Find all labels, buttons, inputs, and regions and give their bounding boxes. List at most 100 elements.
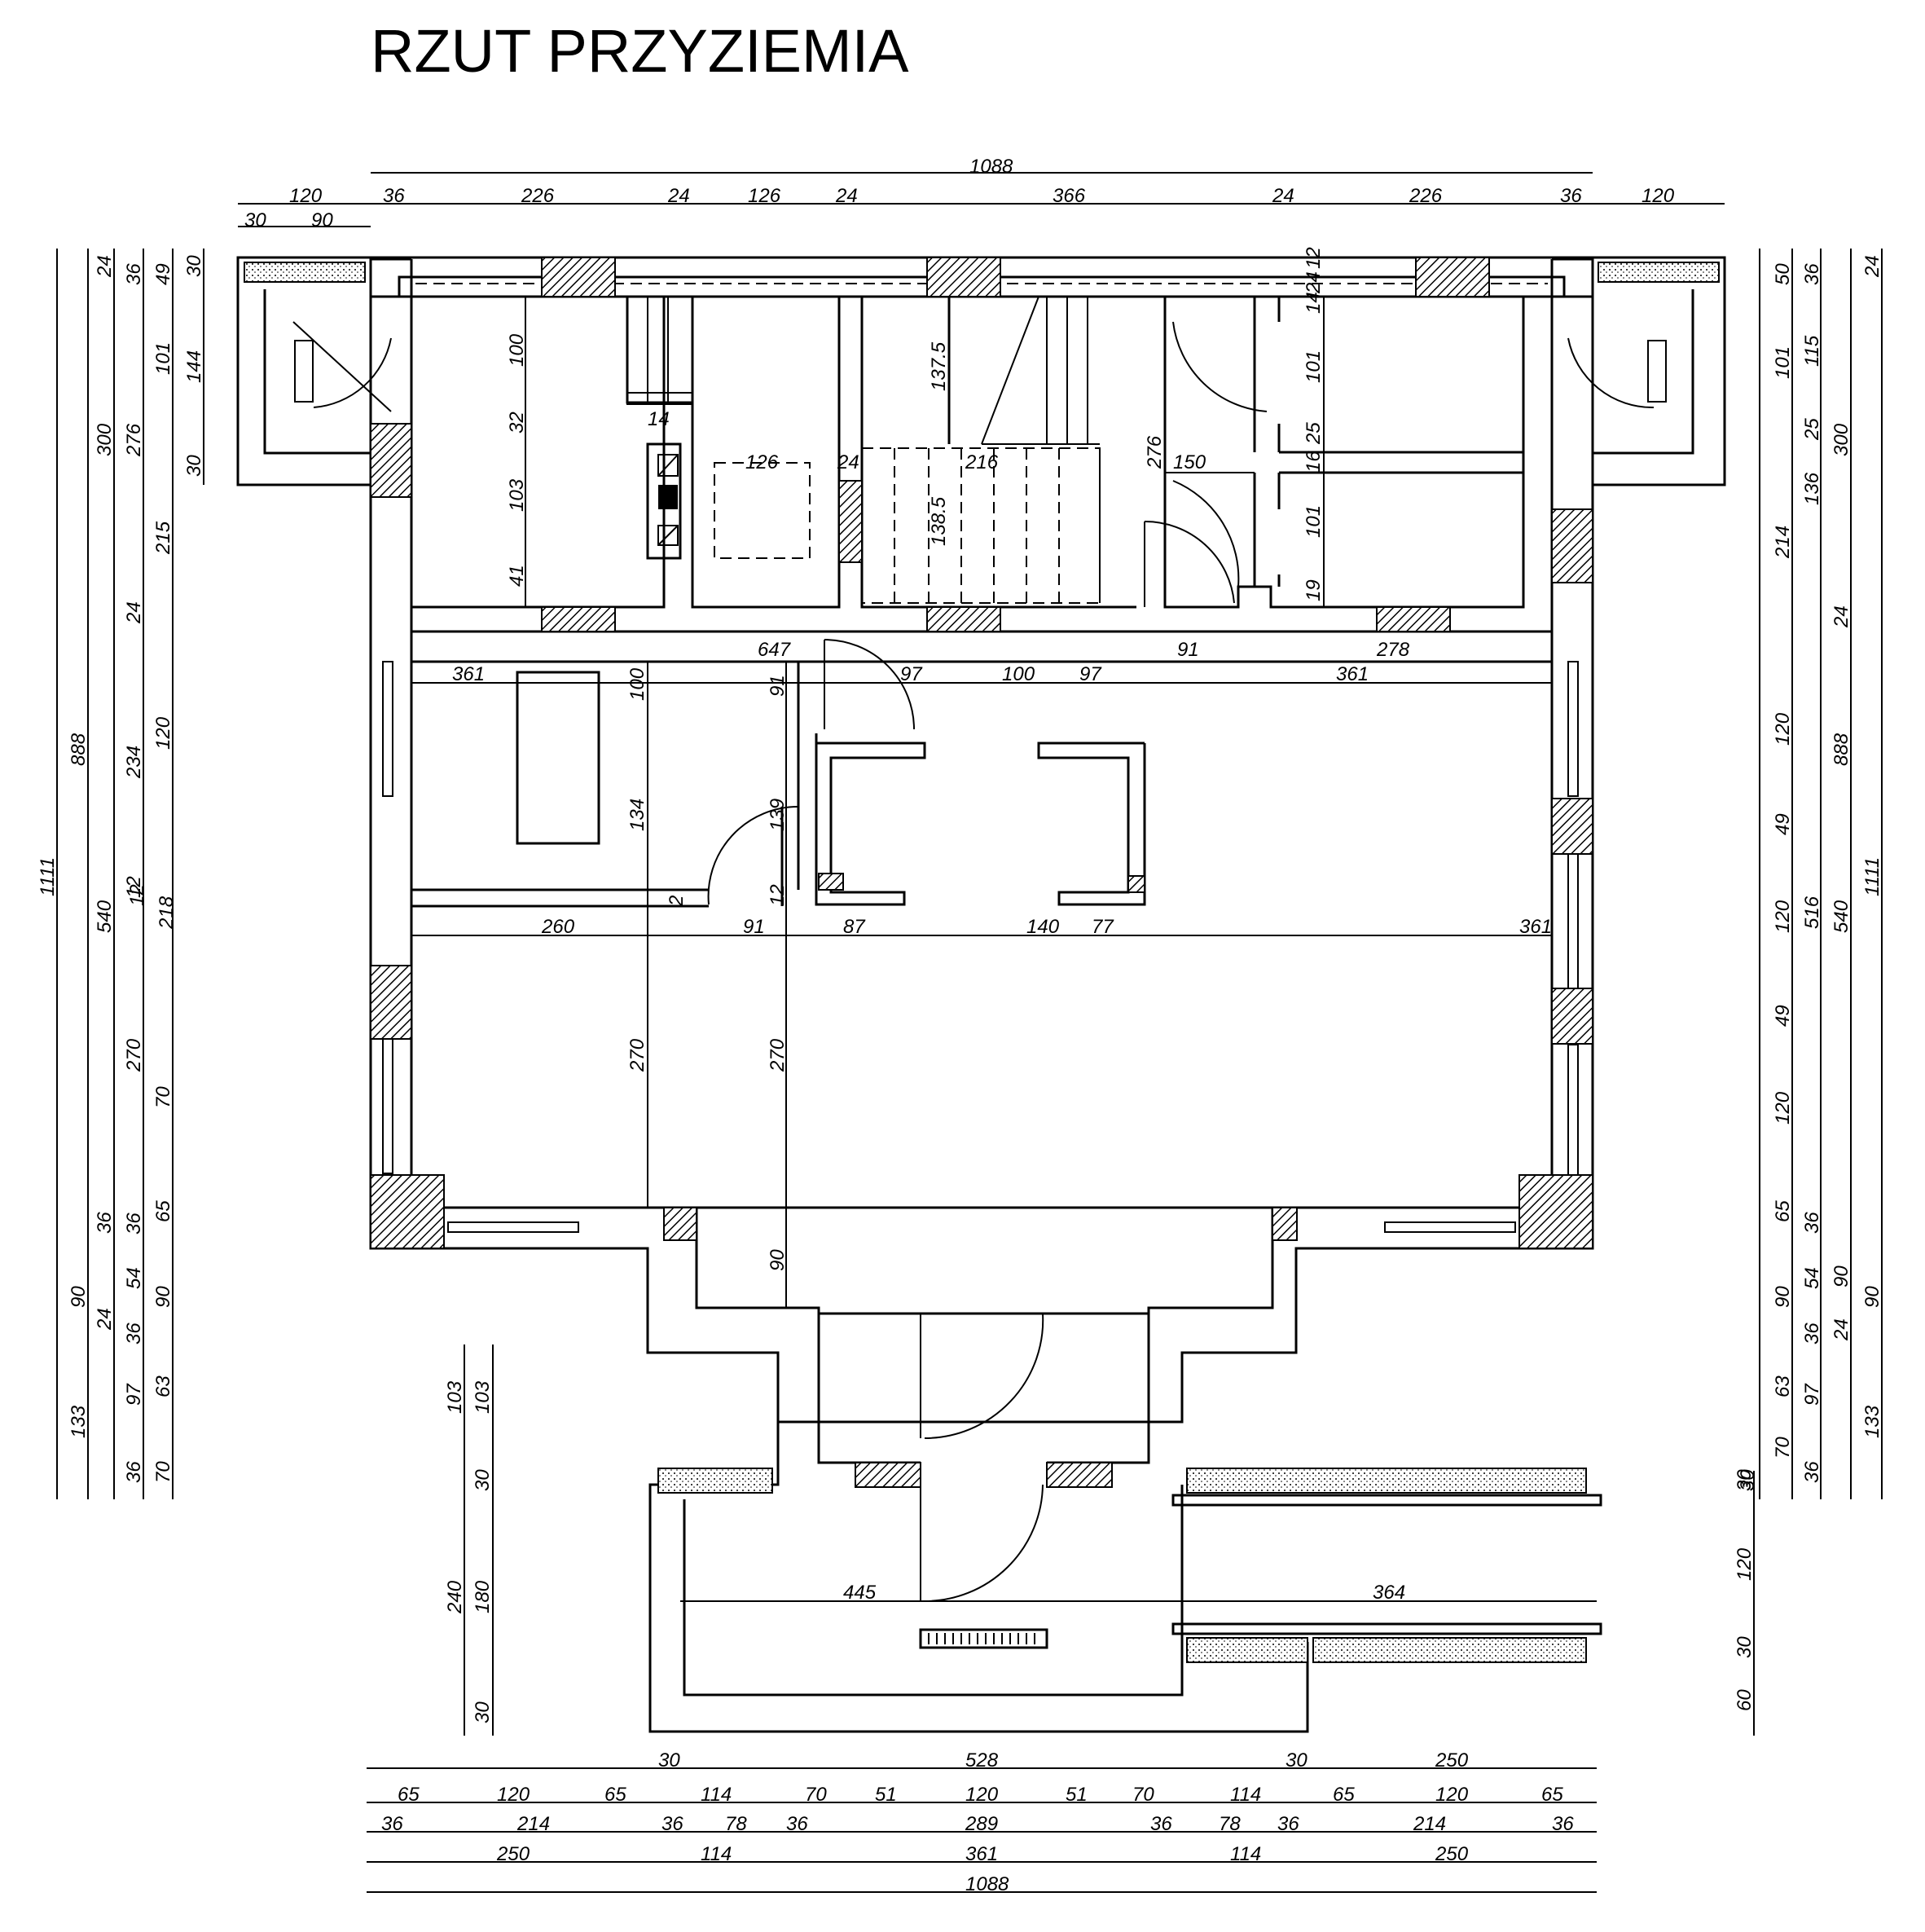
dim-bottom: 51 bbox=[1066, 1784, 1088, 1806]
dim-left: 65 bbox=[152, 1200, 174, 1222]
dim-right: 36 bbox=[1801, 263, 1823, 285]
dim-interior: 140 bbox=[1026, 916, 1060, 938]
dim-top: 366 bbox=[1053, 185, 1086, 207]
dim-top: 24 bbox=[1272, 185, 1294, 207]
dim-top: 30 bbox=[244, 209, 266, 231]
dim-interior: 87 bbox=[843, 916, 866, 938]
dim-right: 90 bbox=[1772, 1286, 1794, 1308]
dim-left: 30 bbox=[183, 455, 205, 477]
dim-top: 24 bbox=[835, 185, 858, 207]
dim-left: 12 bbox=[123, 876, 145, 898]
dim-interior: 270 bbox=[767, 1038, 789, 1072]
dim-left: 1111 bbox=[37, 857, 59, 896]
dim-interior: 100 bbox=[506, 333, 528, 367]
dim-interior: 2 bbox=[666, 896, 688, 907]
dim-bottom: 120 bbox=[965, 1784, 999, 1806]
dim-interior: 100 bbox=[1002, 663, 1035, 685]
dim-right: 120 bbox=[1772, 900, 1794, 933]
dim-bottom: 36 bbox=[1552, 1813, 1574, 1835]
dim-interior: 100 bbox=[626, 667, 648, 701]
dim-bottom: 214 bbox=[516, 1813, 550, 1835]
dim-left: 270 bbox=[123, 1038, 145, 1072]
dim-interior: 91 bbox=[743, 916, 765, 938]
dimension-lines bbox=[56, 172, 1883, 1893]
dim-interior: 103 bbox=[506, 478, 528, 512]
dim-left: 540 bbox=[94, 900, 116, 933]
dim-right: 90 bbox=[1831, 1265, 1852, 1287]
dim-left: 103 bbox=[472, 1380, 494, 1414]
dim-left: 54 bbox=[123, 1267, 145, 1289]
dim-bottom: 528 bbox=[965, 1749, 999, 1771]
dim-right: 50 bbox=[1772, 263, 1794, 285]
dim-right: 54 bbox=[1801, 1267, 1823, 1289]
dim-right: 49 bbox=[1772, 813, 1794, 835]
dim-right: 214 bbox=[1772, 526, 1794, 559]
dim-left: 24 bbox=[94, 1308, 116, 1331]
dim-left: 36 bbox=[94, 1212, 116, 1234]
dim-bottom: 114 bbox=[1230, 1784, 1261, 1806]
dim-left: 101 bbox=[152, 342, 174, 375]
dim-left: 133 bbox=[68, 1405, 90, 1438]
dim-interior: 270 bbox=[626, 1038, 648, 1072]
dim-interior: 101 bbox=[1303, 350, 1325, 383]
dim-left: 97 bbox=[123, 1383, 145, 1406]
dim-left: 30 bbox=[183, 255, 205, 277]
doors bbox=[292, 321, 1655, 1602]
dim-bottom: 120 bbox=[1435, 1784, 1469, 1806]
dim-interior: 32 bbox=[506, 411, 528, 433]
dim-right: 516 bbox=[1801, 896, 1823, 929]
dim-right: 133 bbox=[1861, 1405, 1883, 1438]
dim-interior: 101 bbox=[1303, 505, 1325, 538]
dim-right: 36 bbox=[1801, 1322, 1823, 1344]
dim-bottom: 36 bbox=[661, 1813, 683, 1835]
dim-bottom: 65 bbox=[604, 1784, 626, 1806]
dim-interior: 361 bbox=[1519, 916, 1552, 938]
planter-top-right bbox=[1598, 262, 1720, 283]
planter-porch-right bbox=[1186, 1468, 1587, 1494]
dim-right: 30 bbox=[1734, 1469, 1756, 1491]
dim-interior: 77 bbox=[1092, 916, 1114, 938]
dim-interior: 278 bbox=[1376, 639, 1410, 661]
dim-interior: 364 bbox=[1373, 1582, 1405, 1604]
dim-interior: 139 bbox=[767, 799, 789, 831]
walls bbox=[236, 256, 1726, 1733]
planter-porch-front-a bbox=[1186, 1637, 1308, 1663]
planter-porch-front-b bbox=[1312, 1637, 1587, 1663]
dim-top: 120 bbox=[289, 185, 323, 207]
dim-interior: 445 bbox=[843, 1582, 877, 1604]
dim-right: 24 bbox=[1831, 1318, 1852, 1341]
dim-right: 90 bbox=[1861, 1286, 1883, 1308]
dim-bottom: 36 bbox=[786, 1813, 808, 1835]
dim-right: 97 bbox=[1801, 1383, 1823, 1406]
dim-bottom: 70 bbox=[805, 1784, 827, 1806]
dim-bottom: 51 bbox=[875, 1784, 897, 1806]
dim-interior: 12 bbox=[1303, 247, 1325, 269]
dim-interior: 97 bbox=[900, 663, 923, 685]
dim-right: 120 bbox=[1772, 712, 1794, 746]
dim-right: 24 bbox=[1831, 605, 1852, 628]
dim-bottom: 78 bbox=[1219, 1813, 1241, 1835]
dim-bottom: 30 bbox=[658, 1749, 680, 1771]
dim-interior: 276 bbox=[1144, 435, 1166, 469]
dim-right: 540 bbox=[1831, 900, 1852, 933]
dim-right: 30 bbox=[1737, 1469, 1759, 1491]
dim-left: 70 bbox=[152, 1461, 174, 1483]
dim-left: 180 bbox=[472, 1580, 494, 1613]
dim-left: 215 bbox=[152, 521, 174, 555]
dims-interior: 100 32 103 41 14 126 24 216 276 150 137.… bbox=[126, 247, 1552, 1604]
dim-left: 90 bbox=[68, 1286, 90, 1308]
dims-left: 1111 888 90 133 24 300 24 540 36 24 97 3… bbox=[37, 255, 494, 1723]
dim-bottom: 250 bbox=[1435, 1749, 1469, 1771]
dims-top: 1088 120 36 226 24 126 24 366 24 226 36 … bbox=[244, 156, 1675, 231]
dim-right: 136 bbox=[1801, 472, 1823, 505]
dim-left: 240 bbox=[444, 1580, 466, 1614]
dim-interior: 216 bbox=[965, 451, 999, 473]
dim-right: 65 bbox=[1772, 1200, 1794, 1222]
dim-interior: 150 bbox=[1173, 451, 1206, 473]
dim-top: 36 bbox=[1560, 185, 1582, 207]
dim-right: 24 bbox=[1861, 255, 1883, 278]
dim-interior: 137.5 bbox=[928, 341, 950, 391]
dim-right: 30 bbox=[1734, 1636, 1756, 1658]
dim-bottom: 36 bbox=[381, 1813, 403, 1835]
